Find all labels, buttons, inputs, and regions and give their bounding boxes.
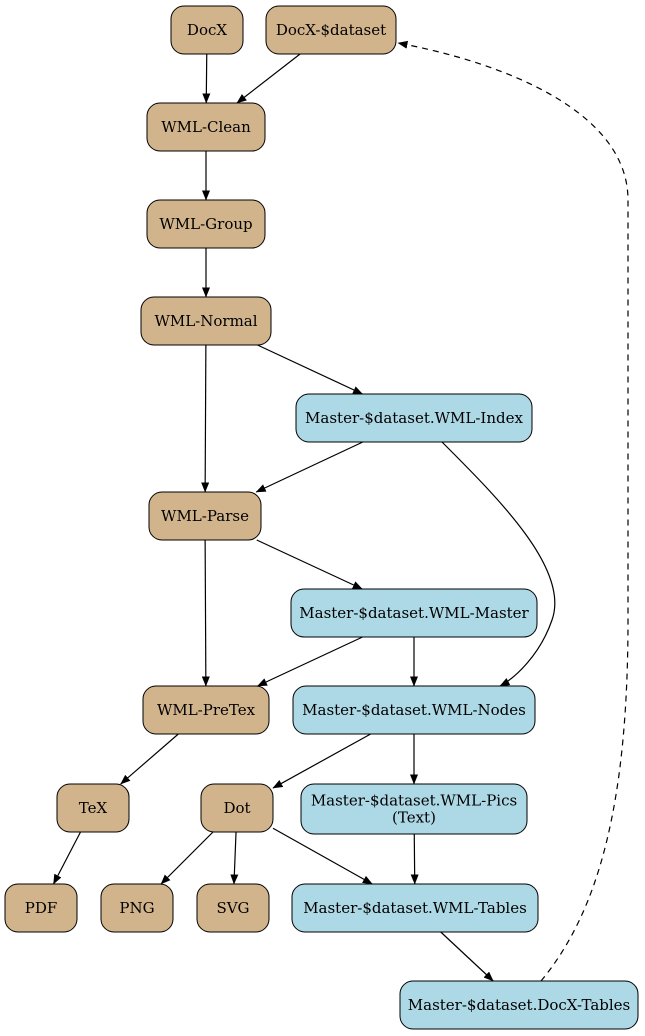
node-wml-pics: Master-$dataset.WML-Pics(Text) [300, 783, 528, 835]
node-box [295, 393, 533, 443]
edge-docx-tables-to-docx-dataset [397, 40, 629, 982]
node-label: DocX [187, 21, 227, 39]
node-docx: DocX [170, 5, 244, 55]
edge-docx-dataset-to-wml-clean [236, 53, 301, 104]
node-wml-tables: Master-$dataset.WML-Tables [291, 883, 539, 933]
edge-wml-master-to-wml-pretex [257, 636, 363, 687]
node-label: WML-Parse [161, 507, 249, 525]
node-box [399, 980, 639, 1030]
node-label: PDF [25, 899, 58, 917]
node-label: Master-$dataset.WML-Pics [311, 792, 517, 810]
node-label: Dot [223, 799, 250, 817]
edge-wml-normal-to-wml-index [257, 344, 363, 395]
node-label: PNG [119, 899, 154, 917]
node-wml-index: Master-$dataset.WML-Index [295, 393, 533, 443]
node-label: DocX-$dataset [276, 21, 386, 39]
edge-tex-to-pdf [52, 831, 82, 885]
node-label: TeX [79, 799, 108, 817]
edge-wml-pretex-to-tex [120, 733, 179, 785]
node-docx-tables: Master-$dataset.DocX-Tables [399, 980, 639, 1030]
node-box [146, 102, 266, 152]
node-label: WML-Normal [154, 312, 257, 330]
edge-wml-normal-to-wml-parse [201, 344, 210, 493]
node-box [4, 883, 78, 933]
node-label: WML-PreTex [157, 701, 256, 719]
node-wml-nodes: Master-$dataset.WML-Nodes [292, 685, 536, 735]
edge-wml-parse-to-wml-master [256, 539, 363, 590]
node-pdf: PDF [4, 883, 78, 933]
node-box [148, 491, 262, 541]
node-png: PNG [100, 883, 174, 933]
node-box [100, 883, 174, 933]
node-box [290, 588, 538, 638]
node-wml-master: Master-$dataset.WML-Master [290, 588, 538, 638]
edge-docx-to-wml-clean [202, 53, 211, 104]
node-label: Master-$dataset.WML-Master [299, 604, 529, 622]
node-label: Master-$dataset.WML-Nodes [302, 701, 526, 719]
nodes-layer: DocX DocX-$datasetWML-CleanWML-GroupWML-N… [4, 5, 639, 1030]
node-label: Master-$dataset.DocX-Tables [408, 996, 630, 1014]
node-box [291, 883, 539, 933]
node-tex: TeX [56, 783, 130, 833]
edge-dot-to-png [160, 831, 214, 885]
node-label: WML-Group [159, 215, 252, 233]
edge-wml-nodes-to-dot [272, 733, 371, 789]
node-label: Master-$dataset.WML-Tables [303, 899, 527, 917]
node-label: Master-$dataset.WML-Index [305, 409, 523, 427]
node-box [142, 685, 270, 735]
node-dot: Dot [200, 783, 274, 833]
edge-dot-to-svg [230, 831, 239, 885]
node-wml-normal: WML-Normal [140, 296, 272, 346]
node-label: (Text) [392, 809, 436, 827]
node-wml-group: WML-Group [146, 199, 266, 249]
edge-wml-parse-to-wml-pretex [201, 539, 210, 687]
edges-layer [52, 40, 629, 982]
node-box [170, 5, 244, 55]
node-box [56, 783, 130, 833]
node-box [146, 199, 266, 249]
node-box [196, 883, 270, 933]
node-wml-parse: WML-Parse [148, 491, 262, 541]
node-box [140, 296, 272, 346]
node-box [292, 685, 536, 735]
edge-wml-index-to-wml-nodes [441, 441, 556, 687]
node-label: SVG [216, 899, 249, 917]
node-wml-clean: WML-Clean [146, 102, 266, 152]
node-box [200, 783, 274, 833]
edge-wml-tables-to-docx-tables [440, 931, 494, 982]
node-label: WML-Clean [161, 118, 251, 136]
node-svg: SVG [196, 883, 270, 933]
edge-dot-to-wml-tables [272, 827, 373, 885]
node-docx-dataset: DocX-$dataset [265, 5, 397, 55]
node-wml-pretex: WML-PreTex [142, 685, 270, 735]
edge-wml-index-to-wml-parse [255, 441, 364, 493]
node-box [265, 5, 397, 55]
edge-wml-pics-to-wml-tables [410, 833, 419, 885]
node-box [300, 783, 528, 835]
